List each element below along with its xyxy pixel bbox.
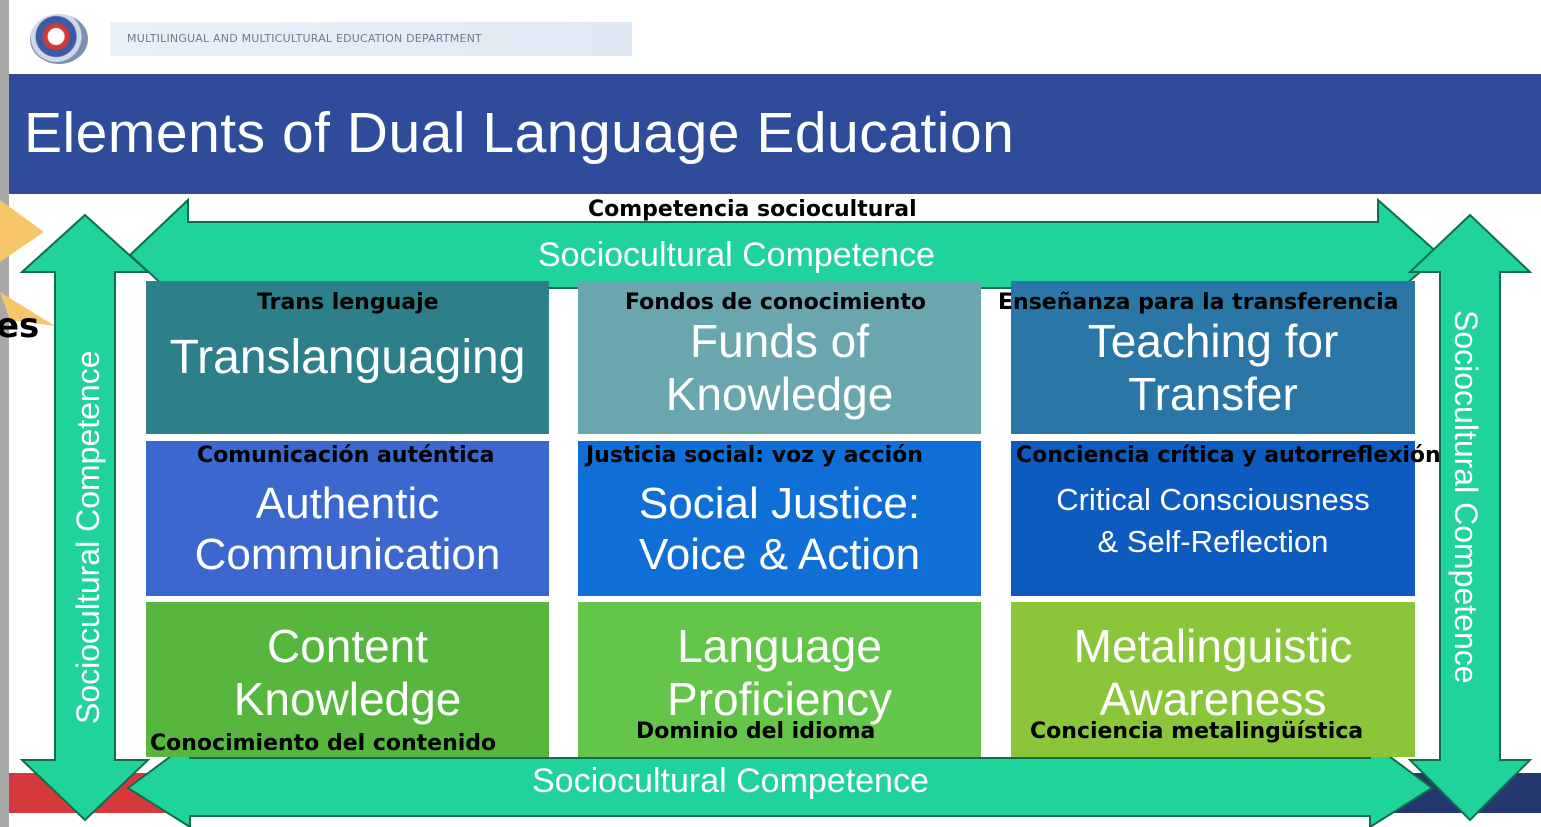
cell-metalinguistic-awareness: Metalinguistic Awareness <box>1011 602 1415 757</box>
page-title: Elements of Dual Language Education <box>24 101 1015 165</box>
translanguaging-en: Translanguaging <box>169 330 526 384</box>
right-competence-label: Sociocultural Competence <box>1448 310 1484 684</box>
cell-translanguaging: Translanguaging <box>146 281 549 434</box>
justice-en-line1: Social Justice: <box>638 478 921 528</box>
department-name: MULTILINGUAL AND MULTICULTURAL EDUCATION… <box>127 32 482 45</box>
cell-authentic-communication: Authentic Communication <box>146 441 549 596</box>
justice-en-line2: Voice & Action <box>638 529 921 579</box>
left-competence-label: Sociocultural Competence <box>70 350 106 724</box>
left-panel <box>0 0 9 827</box>
metalinguistic-es: Conciencia metalingüística <box>1030 719 1364 744</box>
content-en-line1: Content <box>266 620 429 672</box>
funds-es: Fondos de conocimiento <box>625 290 927 315</box>
callout-star-icon <box>0 200 44 262</box>
cell-critical-consciousness: Critical Consciousness & Self-Reflection <box>1011 441 1415 596</box>
proficiency-en-line2: Proficiency <box>667 672 892 725</box>
district-seal-icon <box>30 14 88 64</box>
authentic-es: Comunicación auténtica <box>197 443 495 468</box>
funds-en-line2: Knowledge <box>665 367 894 420</box>
competence-es-label: Competencia sociocultural <box>588 197 917 222</box>
translanguaging-es: Trans lenguaje <box>257 290 439 315</box>
justice-es: Justicia social: voz y acción <box>586 443 923 468</box>
metalinguistic-en-line2: Awareness <box>1099 672 1327 725</box>
cell-content-knowledge: Content Knowledge <box>146 602 549 757</box>
transfer-en-line2: Transfer <box>1128 367 1298 420</box>
proficiency-es: Dominio del idioma <box>636 719 876 744</box>
department-bar <box>110 22 632 56</box>
top-competence-label: Sociocultural Competence <box>538 236 935 274</box>
proficiency-en-line1: Language <box>677 620 882 672</box>
transfer-en-line1: Teaching for <box>1087 314 1339 367</box>
cutoff-fragment: es <box>0 306 40 346</box>
content-es: Conocimiento del contenido <box>150 731 497 756</box>
cell-language-proficiency: Language Proficiency <box>578 602 981 757</box>
critical-en-line2: & Self-Reflection <box>1097 523 1329 559</box>
cell-funds-of-knowledge: Funds of Knowledge <box>578 281 981 434</box>
metalinguistic-en-line1: Metalinguistic <box>1073 620 1353 672</box>
authentic-en-line1: Authentic <box>255 478 440 528</box>
authentic-en-line2: Communication <box>194 529 501 579</box>
critical-en-line1: Critical Consciousness <box>1056 482 1370 517</box>
cell-teaching-for-transfer: Teaching for Transfer <box>1011 281 1415 434</box>
funds-en-line1: Funds of <box>690 314 869 367</box>
content-en-line2: Knowledge <box>233 672 462 725</box>
title-band <box>9 74 1541 194</box>
critical-es: Conciencia crítica y autorreflexión <box>1016 443 1441 468</box>
right-competence-arrow <box>1407 213 1533 822</box>
cell-social-justice: Social Justice: Voice & Action <box>578 441 981 596</box>
callout-star-point-icon <box>0 292 55 326</box>
transfer-es: Enseñanza para la transferencia <box>998 290 1399 315</box>
bottom-competence-label: Sociocultural Competence <box>532 762 929 800</box>
left-competence-arrow <box>19 213 151 822</box>
